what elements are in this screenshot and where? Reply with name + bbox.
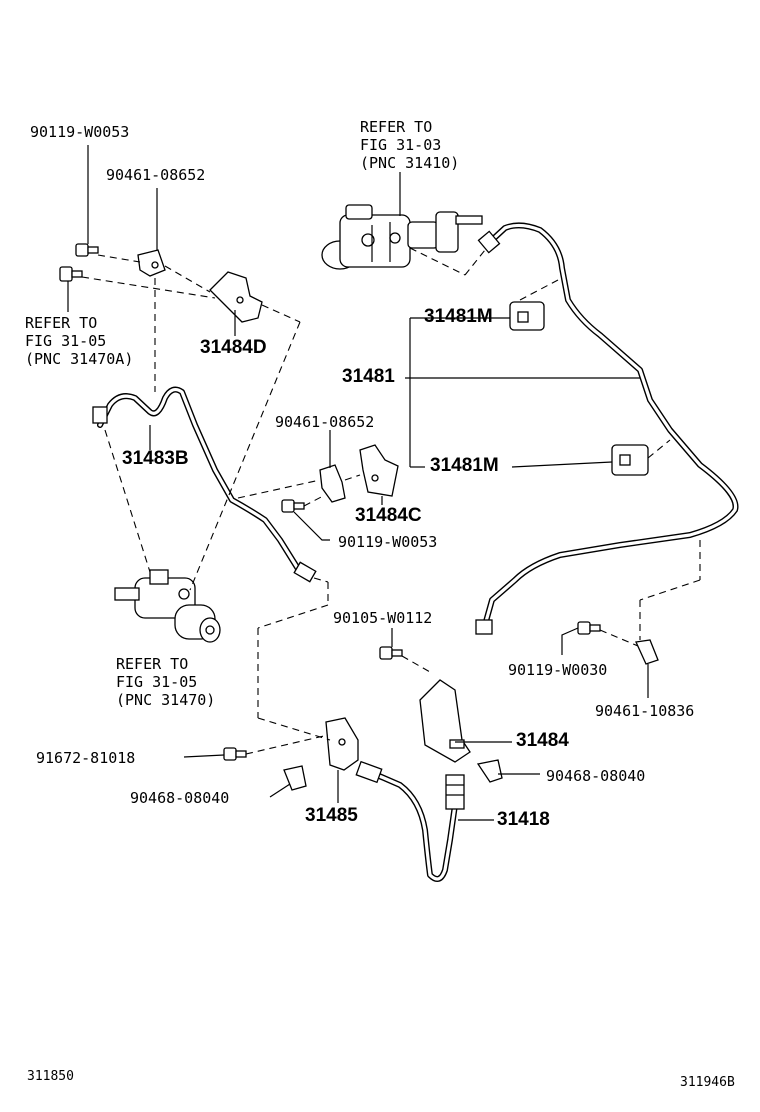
clutch-line-31481 bbox=[475, 222, 739, 635]
label-90461-10836: 90461-10836 bbox=[595, 702, 695, 720]
label-90119-w0053-top: 90119-W0053 bbox=[30, 123, 130, 141]
label-code-right: 311946B bbox=[680, 1075, 735, 1090]
label-31484c: 31484C bbox=[355, 505, 422, 526]
master-cylinder bbox=[321, 204, 483, 270]
release-cylinder bbox=[114, 569, 221, 643]
label-31484: 31484 bbox=[516, 730, 569, 751]
label-31483b: 31483B bbox=[122, 448, 189, 469]
flexible-hose-31418 bbox=[355, 760, 465, 882]
label-91672-81018: 91672-81018 bbox=[36, 749, 136, 767]
clutch-line-31483b bbox=[92, 386, 317, 583]
label-31481: 31481 bbox=[342, 366, 395, 387]
label-31481m-mid: 31481M bbox=[430, 455, 499, 476]
label-refer-fig-31-05: REFER TO FIG 31-05 (PNC 31470) bbox=[116, 655, 216, 709]
label-code-left: 311850 bbox=[27, 1069, 74, 1084]
label-31484d: 31484D bbox=[200, 337, 267, 358]
label-refer-fig-31-03: REFER TO FIG 31-03 (PNC 31410) bbox=[360, 118, 460, 172]
label-31418: 31418 bbox=[497, 809, 550, 830]
leader-lines bbox=[67, 145, 649, 821]
label-refer-fig-31-05a: REFER TO FIG 31-05 (PNC 31470A) bbox=[25, 314, 134, 368]
label-90468-08040-right: 90468-08040 bbox=[546, 767, 646, 785]
label-90119-w0030: 90119-W0030 bbox=[508, 661, 608, 679]
label-31481m-top: 31481M bbox=[424, 306, 493, 327]
label-90119-w0053-mid: 90119-W0053 bbox=[338, 533, 438, 551]
fasteners bbox=[59, 243, 659, 791]
label-90105-w0112: 90105-W0112 bbox=[333, 609, 433, 627]
label-31485: 31485 bbox=[305, 805, 358, 826]
label-90461-08652-mid: 90461-08652 bbox=[275, 413, 375, 431]
label-90468-08040-left: 90468-08040 bbox=[130, 789, 230, 807]
label-90461-08652-top: 90461-08652 bbox=[106, 166, 206, 184]
assembly-dashed-lines bbox=[81, 247, 701, 755]
